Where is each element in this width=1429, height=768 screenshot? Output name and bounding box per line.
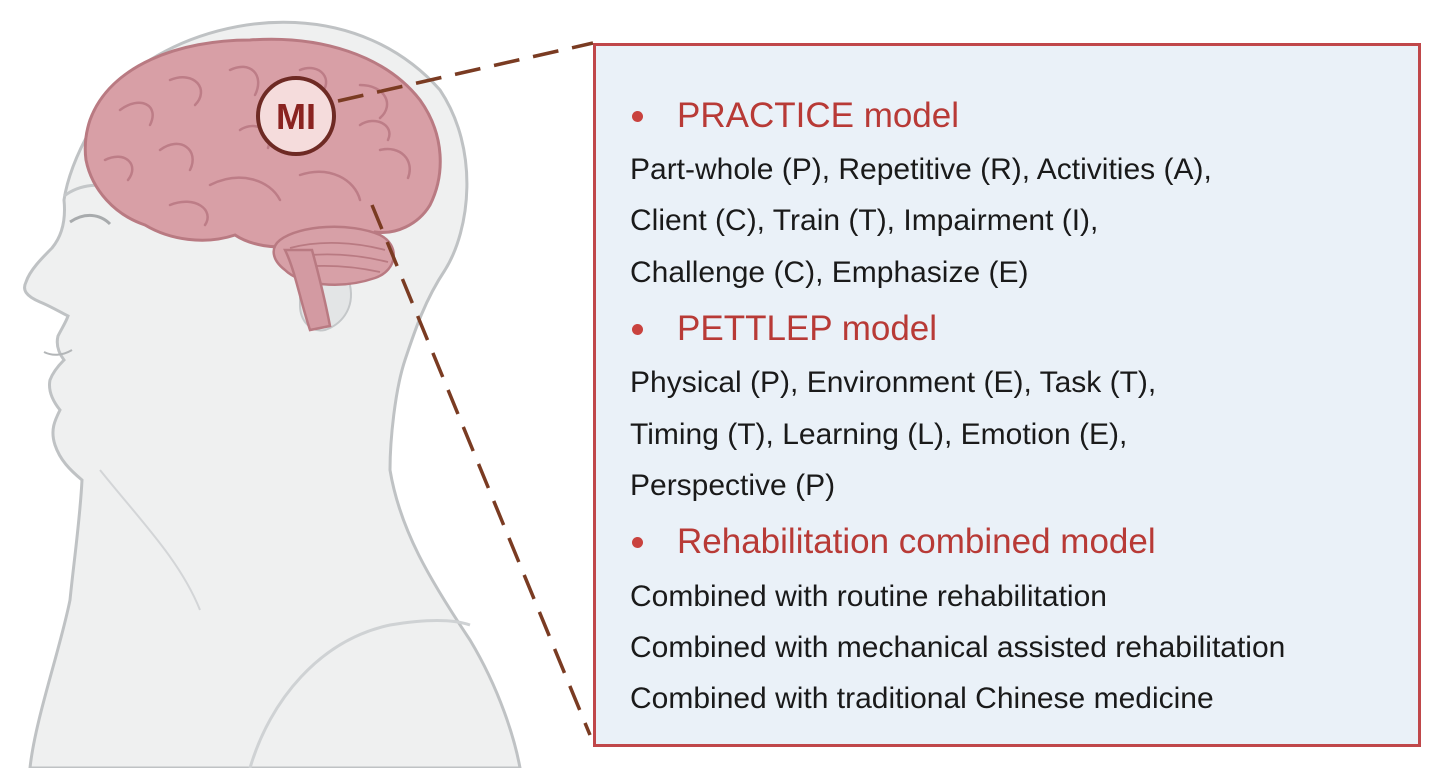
- rehab-line-3: Combined with traditional Chinese medici…: [630, 682, 1214, 715]
- eye-icon: [69, 214, 112, 226]
- rehab-line-2: Combined with mechanical assisted rehabi…: [630, 631, 1286, 664]
- model-info-panel: PRACTICE model Part-whole (P), Repetitiv…: [593, 43, 1421, 747]
- connector-bottom: [370, 204, 592, 736]
- pettlep-line-3: Perspective (P): [630, 469, 836, 502]
- mi-marker-circle: [256, 76, 336, 156]
- brainstem: [282, 248, 332, 332]
- practice-line-2: Client (C), Train (T), Impairment (I),: [630, 204, 1099, 237]
- bullet-icon: [632, 323, 643, 335]
- section-heading-pettlep: PETTLEP model: [628, 309, 937, 349]
- section-heading-rehab: Rehabilitation combined model: [628, 522, 1156, 562]
- practice-line-1: Part-whole (P), Repetitive (R), Activiti…: [630, 153, 1212, 186]
- mi-marker-label: MI: [276, 96, 316, 137]
- neck-line: [99, 469, 201, 611]
- rehab-line-1: Combined with routine rehabilitation: [630, 580, 1107, 613]
- practice-heading-text: PRACTICE model: [677, 96, 960, 135]
- bullet-icon: [632, 110, 643, 122]
- pettlep-line-2: Timing (T), Learning (L), Emotion (E),: [630, 418, 1128, 451]
- connector-top: [337, 41, 594, 103]
- rehab-heading-text: Rehabilitation combined model: [677, 522, 1156, 561]
- mouth-line: [43, 349, 73, 356]
- shoulder-line: [248, 619, 471, 768]
- pettlep-line-1: Physical (P), Environment (E), Task (T),: [630, 366, 1157, 399]
- bullet-icon: [632, 536, 643, 548]
- pettlep-heading-text: PETTLEP model: [677, 309, 938, 348]
- practice-line-3: Challenge (C), Emphasize (E): [630, 256, 1029, 289]
- section-heading-practice: PRACTICE model: [628, 96, 959, 136]
- brain-cerebrum: [83, 37, 442, 252]
